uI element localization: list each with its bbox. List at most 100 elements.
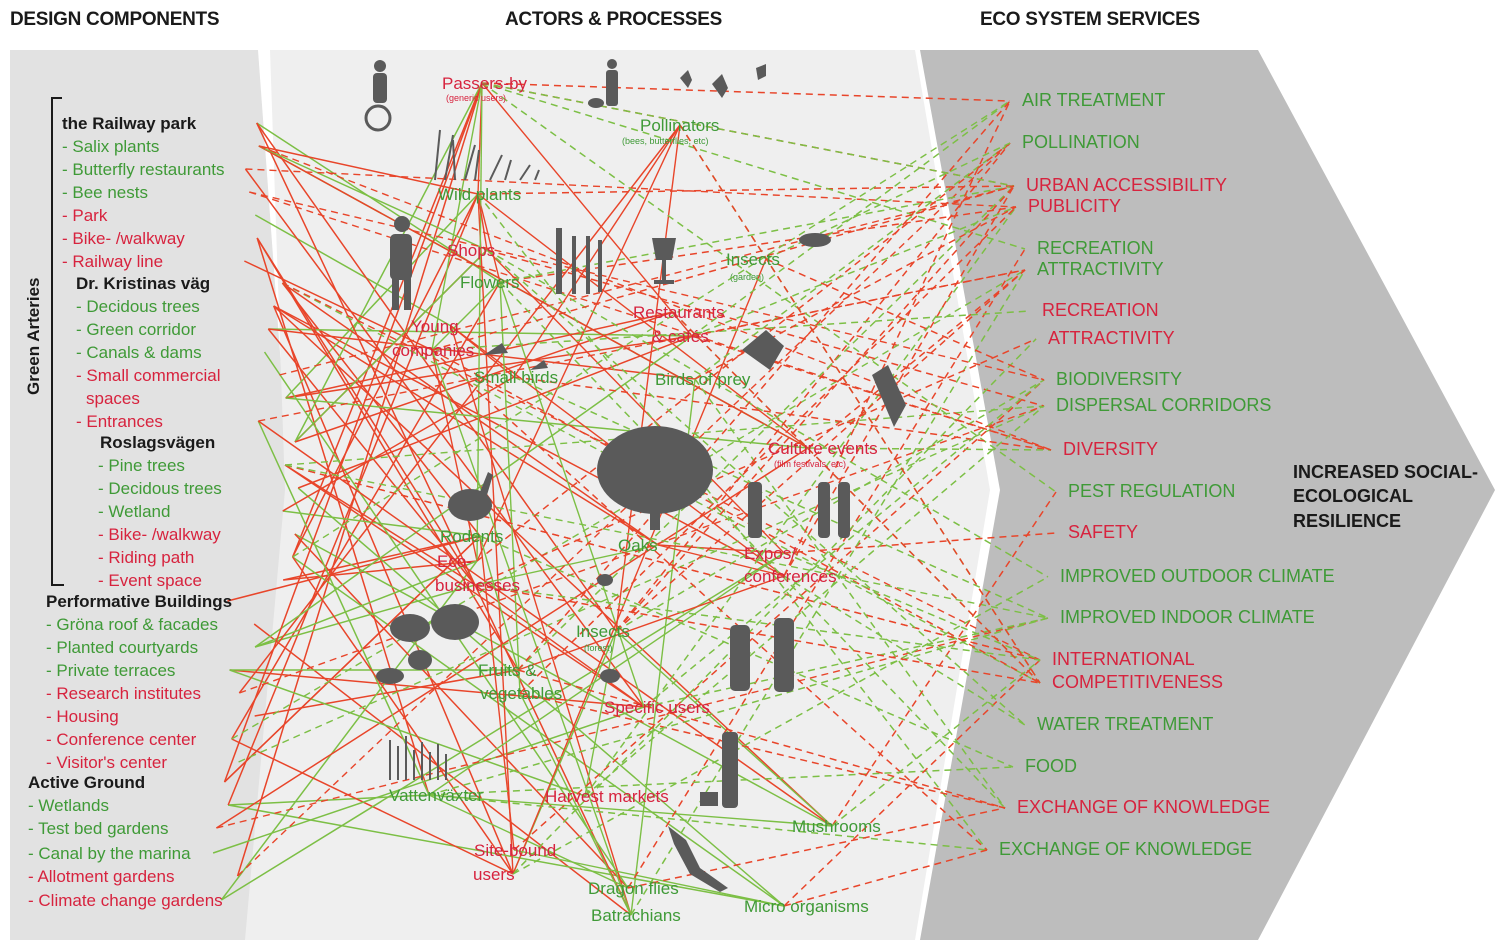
service-water-treatment: WATER TREATMENT — [1037, 714, 1214, 734]
actor-sub-garden: (garden) — [730, 272, 765, 282]
people-silhouettes — [730, 482, 850, 692]
actor-dragon-flies: Dragon flies — [588, 879, 679, 898]
link-line — [283, 560, 478, 581]
link-line — [481, 82, 1011, 102]
service-air-treatment: AIR TREATMENT — [1022, 90, 1166, 110]
actor-caf-s: & cafés — [652, 327, 709, 346]
link-line — [481, 82, 693, 337]
service-safety: SAFETY — [1068, 522, 1139, 542]
service-pest-regulation: PEST REGULATION — [1068, 481, 1236, 501]
link-line — [691, 100, 1011, 337]
link-line — [783, 532, 1057, 554]
component-event-space: - Event space — [98, 571, 202, 590]
link-line — [229, 669, 586, 797]
link-line — [486, 249, 1049, 578]
component-entrances: - Entrances — [76, 412, 163, 431]
link-line — [807, 447, 1052, 451]
link-line — [223, 82, 483, 783]
actor-mushrooms: Mushrooms — [792, 817, 881, 836]
link-line — [513, 124, 681, 378]
group-roslagsv-gen: Roslagsvägen — [100, 433, 216, 452]
link-line — [244, 260, 433, 351]
component-pine-trees: - Pine trees — [98, 456, 185, 475]
link-line — [807, 269, 1026, 449]
actor-businesses: businesses — [435, 576, 521, 595]
service-publicity: PUBLICITY — [1028, 196, 1122, 216]
link-line — [291, 193, 479, 558]
actor-harvest-markets: Harvest markets — [545, 787, 669, 806]
elderly-person-silhouette — [700, 732, 738, 808]
header-design-components: DESIGN COMPONENTS — [10, 9, 220, 30]
group-performative-buildings: Performative Buildings — [46, 592, 233, 611]
link-line — [643, 379, 1045, 708]
link-line — [477, 185, 1015, 195]
header-eco-system-services: ECO SYSTEM SERVICES — [980, 9, 1200, 30]
link-line — [584, 405, 1045, 797]
link-line — [428, 794, 988, 851]
rabbit-icon — [448, 472, 493, 521]
cyclist-silhouette — [364, 60, 392, 132]
link-line — [228, 804, 785, 907]
service-attractivity: ATTRACTIVITY — [1048, 328, 1175, 348]
link-line — [694, 378, 1006, 809]
component-conference-center: - Conference center — [46, 730, 197, 749]
component-private-terraces: - Private terraces — [46, 661, 176, 680]
actor-sub-film-festivals-etc: (film festivals, etc) — [774, 459, 847, 469]
link-line — [657, 544, 785, 577]
actor-users: users — [473, 865, 515, 884]
cutlery-icon — [556, 228, 602, 294]
component-housing: - Housing — [46, 707, 119, 726]
small-bird-icon — [484, 343, 548, 370]
component-bike-walkway: - Bike- /walkway — [62, 229, 185, 248]
link-line — [584, 630, 617, 797]
actor-sub-bees-butterflies-etc: (bees, butterflies, etc) — [622, 136, 709, 146]
link-line — [292, 556, 785, 907]
service-attractivity: ATTRACTIVITY — [1037, 259, 1164, 279]
link-line — [258, 145, 488, 251]
link-line — [517, 575, 785, 671]
actor-micro-organisms: Micro organisms — [744, 897, 869, 916]
link-line — [256, 122, 617, 632]
link-line — [297, 487, 785, 907]
link-line — [431, 82, 483, 351]
component-climate-change-gardens: - Climate change gardens — [28, 891, 223, 910]
link-line — [477, 193, 514, 875]
link-line — [273, 305, 785, 577]
link-line — [499, 185, 1015, 283]
component-green-corridor: - Green corridor — [76, 320, 196, 339]
link-line — [476, 124, 681, 562]
link-line — [615, 269, 1026, 632]
link-line — [428, 794, 629, 889]
link-line — [481, 82, 1015, 187]
link-line — [223, 535, 481, 783]
link-line — [643, 617, 1049, 708]
link-line — [486, 249, 1045, 407]
link-line — [679, 124, 1041, 684]
link-line — [284, 464, 1049, 619]
actor-restaurants: Restaurants — [633, 303, 725, 322]
actor-site-bound: Site-bound — [474, 841, 557, 860]
component-decidous-trees: - Decidous trees — [76, 297, 200, 316]
actor-pollinators: Pollinators — [640, 116, 720, 135]
link-line — [477, 193, 501, 283]
link-line — [831, 659, 1041, 827]
link-line — [479, 535, 515, 851]
service-international: INTERNATIONAL — [1052, 649, 1195, 669]
actor-insects: Insects — [726, 250, 780, 269]
service-improved-outdoor-climate: IMPROVED OUTDOOR CLIMATE — [1060, 566, 1335, 586]
link-line — [783, 552, 1041, 661]
service-pollination: POLLINATION — [1022, 132, 1140, 152]
link-line — [256, 122, 632, 916]
link-line — [431, 310, 1031, 351]
group-dr-kristinas-v-g: Dr. Kristinas väg — [76, 274, 211, 293]
link-line — [279, 185, 1015, 376]
link-line — [292, 100, 1011, 558]
link-line — [474, 584, 1041, 661]
link-line — [474, 544, 659, 586]
design-components-panel — [10, 50, 290, 940]
link-line — [584, 206, 1017, 797]
component-bike-walkway: - Bike- /walkway — [98, 525, 221, 544]
link-line — [615, 185, 1015, 632]
component-test-bed-gardens: - Test bed gardens — [28, 819, 169, 838]
